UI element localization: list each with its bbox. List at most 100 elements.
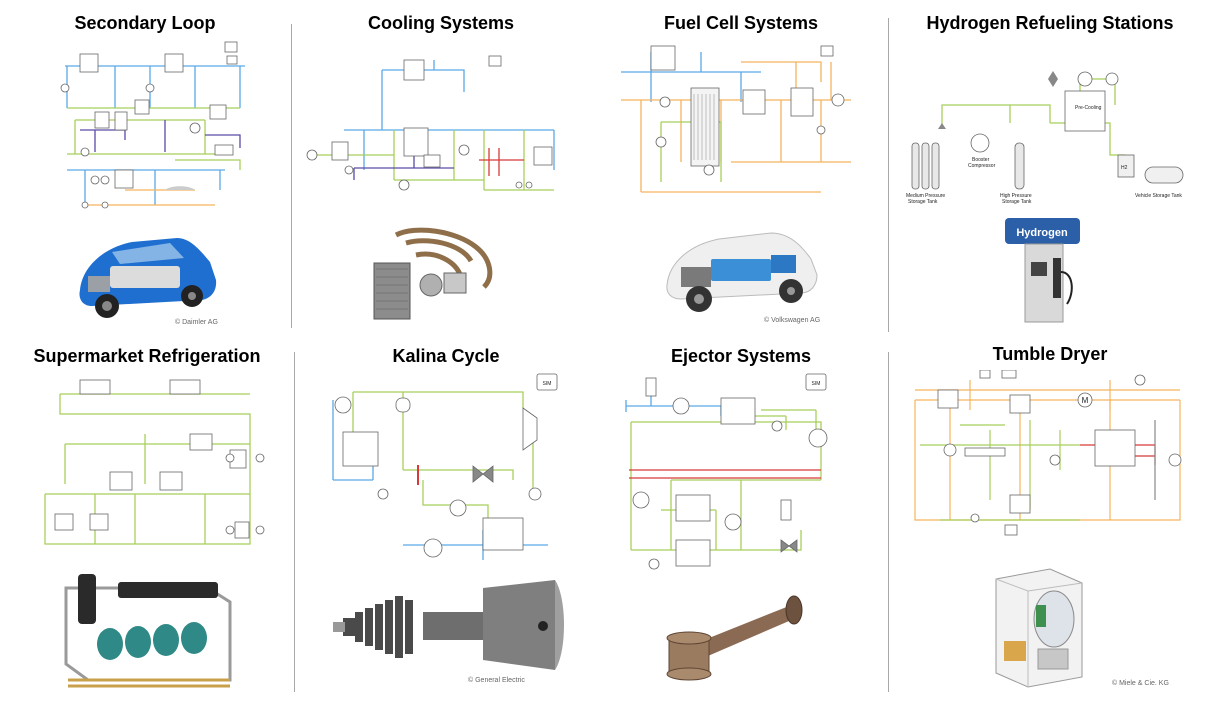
h2-label: H2: [1121, 165, 1128, 171]
hydrogen-dispenser-illustration: Hydrogen: [995, 212, 1090, 327]
compressor-icon: [724, 513, 742, 531]
sim-label: SIM: [812, 381, 821, 387]
heat-exchanger-icon: [650, 45, 676, 71]
secondary-loop-schematic: [55, 40, 250, 222]
medium-tank-label-2: Storage Tank: [908, 199, 938, 205]
motor-label: M: [1082, 396, 1089, 405]
pump-icon: [659, 96, 671, 108]
pump-icon: [306, 149, 318, 161]
heat-exchanger-icon: [169, 379, 201, 395]
pump-icon: [449, 499, 467, 517]
booster-label: Booster: [972, 157, 990, 163]
panel-fuel-cell-systems: Fuel Cell Systems: [596, 0, 886, 340]
supermarket-refrigeration-schematic: [35, 374, 265, 559]
heat-exchanger-icon: [114, 169, 134, 189]
heat-exchanger-icon: [790, 87, 814, 117]
cooling-systems-schematic: [304, 50, 574, 205]
vehicle-tank-label: Vehicle Storage Tank: [1135, 193, 1182, 199]
heat-exchanger-icon: [1009, 494, 1031, 514]
panel-tumble-dryer: Tumble Dryer: [890, 340, 1210, 704]
heat-exchanger-icon: [79, 53, 99, 73]
panel-title: Tumble Dryer: [992, 344, 1108, 364]
ejector-illustration: [664, 590, 814, 685]
sim-button-icon: [488, 55, 502, 67]
pump-icon: [1049, 454, 1061, 466]
tumble-dryer-schematic: M: [910, 370, 1185, 550]
sim-button-icon: [820, 45, 834, 57]
ejector-systems-schematic: SIM: [621, 370, 861, 580]
panel-title: Kalina Cycle: [392, 346, 500, 366]
compressor-icon: [1077, 71, 1093, 87]
panel-hydrogen-refueling: Hydrogen Refueling Stations Pre-Cooling …: [890, 0, 1210, 340]
panel-supermarket-refrigeration: Supermarket Refrigeration: [0, 340, 294, 704]
heat-exchanger-icon: [79, 379, 111, 395]
column-divider-1: [291, 24, 292, 328]
pump-icon: [458, 144, 470, 156]
panel-cooling-systems: Cooling Systems: [296, 0, 586, 340]
panel-title: Hydrogen Refueling Stations: [926, 13, 1174, 33]
column-divider-3: [888, 18, 889, 332]
panel-title: Ejector Systems: [670, 346, 812, 366]
image-credit: © Miele & Cie. KG: [1112, 680, 1169, 687]
pump-icon: [60, 83, 70, 93]
heat-exchanger-icon: [482, 517, 524, 551]
pump-icon: [423, 538, 443, 558]
column-divider-3b: [888, 352, 889, 692]
kalina-cycle-schematic: SIM: [323, 370, 583, 570]
dispenser-sign-text: Hydrogen: [1016, 227, 1068, 239]
heat-exchanger-icon: [1009, 394, 1031, 414]
fuel-cell-car-illustration: [661, 215, 821, 315]
motor-icon: M: [1077, 392, 1093, 408]
sim-label: SIM: [543, 381, 552, 387]
gas-turbine-illustration: [333, 578, 573, 678]
image-credit: © Volkswagen AG: [764, 317, 821, 324]
pre-cooling-label: Pre-Cooling: [1075, 105, 1102, 111]
panel-secondary-loop: Secondary Loop: [0, 0, 290, 340]
column-divider-1b: [294, 352, 295, 692]
pump-icon: [398, 179, 410, 191]
heat-exchanger-icon: [742, 89, 766, 115]
sim-button[interactable]: SIM: [805, 373, 827, 391]
heat-exchanger-icon: [403, 59, 425, 81]
medium-tank-label-1: Medium Pressure: [906, 193, 945, 199]
pump-icon: [145, 83, 155, 93]
sim-button[interactable]: SIM: [536, 373, 558, 391]
sim-button-icon: [224, 41, 238, 53]
compressor-icon: [808, 428, 828, 448]
pump-icon: [632, 491, 650, 509]
cooling-module-illustration: [366, 225, 506, 325]
hydrogen-refueling-schematic: Pre-Cooling Booster Compressor Medium Pr…: [900, 45, 1200, 210]
electric-car-illustration: [72, 228, 222, 323]
panel-title: Cooling Systems: [367, 13, 515, 33]
fan-icon: [943, 443, 957, 457]
pump-icon: [672, 397, 690, 415]
pump-icon: [831, 93, 845, 107]
panel-ejector-systems: Ejector Systems: [596, 340, 886, 704]
fuel-cell-schematic: [621, 42, 856, 197]
image-credit: © General Electric: [468, 677, 525, 684]
compressor-icon: [970, 133, 990, 153]
refrigeration-rack-illustration: [58, 568, 238, 693]
heat-exchanger-icon: [675, 494, 711, 522]
panel-kalina-cycle: Kalina Cycle: [298, 340, 594, 704]
high-tank-label-2: Storage Tank: [1002, 199, 1032, 205]
heat-exchanger-icon: [720, 397, 756, 425]
heat-exchanger-icon: [1064, 90, 1106, 132]
panel-title: Secondary Loop: [74, 13, 216, 33]
compressor-label: Compressor: [968, 163, 996, 169]
turbine-icon: [522, 407, 538, 451]
image-credit: © Daimler AG: [175, 319, 218, 326]
heat-exchanger-icon: [164, 53, 184, 73]
panel-title: Fuel Cell Systems: [663, 13, 819, 33]
heat-exchanger-icon: [675, 539, 711, 567]
tumble-dryer-illustration: [988, 565, 1088, 690]
high-tank-label-1: High Pressure: [1000, 193, 1032, 199]
heat-exchanger-icon: [342, 431, 379, 467]
heat-exchanger-icon: [937, 389, 959, 409]
schematic-svg: [60, 41, 245, 209]
panel-title: Supermarket Refrigeration: [33, 346, 261, 366]
pump-icon: [189, 122, 201, 134]
pump-icon: [1134, 374, 1146, 386]
pump-icon: [1105, 72, 1119, 86]
pump-icon: [334, 396, 352, 414]
